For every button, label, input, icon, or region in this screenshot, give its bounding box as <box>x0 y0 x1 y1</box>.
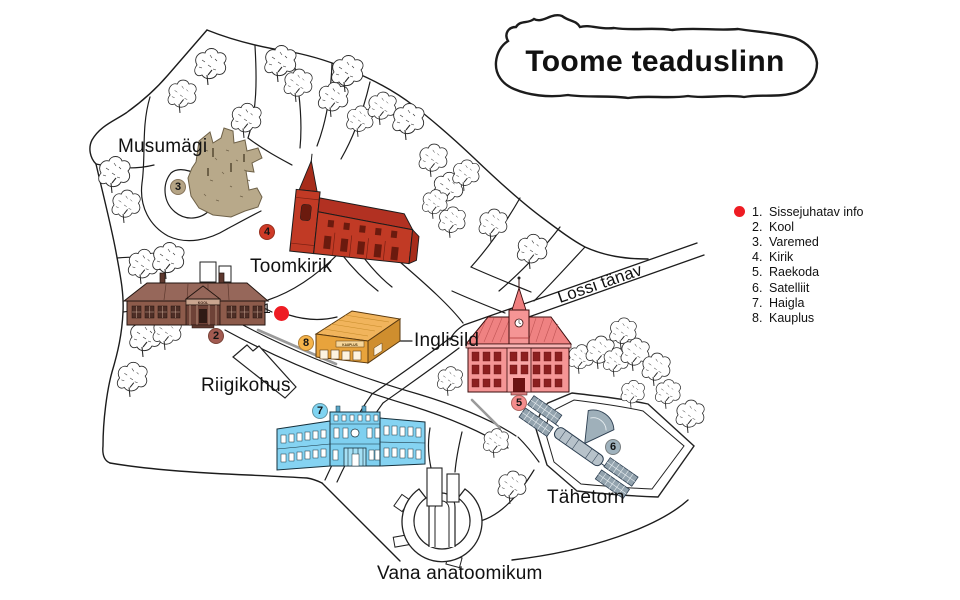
label-vana-anatoomikum: Vana anatoomikum <box>377 563 543 584</box>
school-sign: KOOL <box>198 301 209 305</box>
marker-6: 6 <box>605 439 621 455</box>
marker-1-number: 1 <box>263 300 271 316</box>
marker-7: 7 <box>312 403 328 419</box>
page-title: Toome teaduslinn <box>525 45 785 78</box>
legend-item-5: 5. Raekoda <box>752 265 820 280</box>
marker-8: 8 <box>298 335 314 351</box>
legend-item-7: 7. Haigla <box>752 295 805 310</box>
shop-building: KAUPLUS <box>314 310 402 364</box>
ruins-building <box>187 127 263 218</box>
marker-5: 5 <box>511 395 527 411</box>
legend-item-3: 3. Varemed <box>752 234 819 249</box>
title-blob <box>494 13 819 100</box>
label-tahetorn: Tähetorn <box>547 487 625 508</box>
legend-red-dot-icon <box>728 206 752 218</box>
label-inglisild: Inglisild <box>414 330 480 351</box>
label-riigikohus: Riigikohus <box>201 375 291 396</box>
marker-3: 3 <box>170 179 186 195</box>
marker-1-dot <box>274 306 289 321</box>
hospital-building <box>276 405 426 471</box>
rotunda-outline <box>392 467 483 569</box>
legend-item-6: 6. Satelliit <box>752 280 810 295</box>
label-musumagi: Musumägi <box>118 136 208 157</box>
townhall-building <box>464 276 572 396</box>
legend-item-1: 1. Sissejuhatav info <box>728 204 938 219</box>
marker-2: 2 <box>208 328 224 344</box>
marker-4: 4 <box>259 224 275 240</box>
legend-item-4: 4. Kirik <box>752 250 794 265</box>
legend: 1. Sissejuhatav info 2. Kool 3. Varemed … <box>728 204 938 326</box>
park-boundary <box>89 29 689 562</box>
school-building: KOOL <box>122 272 270 329</box>
church-building <box>289 153 420 265</box>
satellite-figure <box>518 395 639 499</box>
courthouse-outline <box>199 261 297 399</box>
legend-item-8: 8. Kauplus <box>752 310 815 325</box>
legend-item-2: 2. Kool <box>752 219 795 234</box>
shop-sign: KAUPLUS <box>342 343 357 347</box>
label-toomkirik: Toomkirik <box>250 256 333 277</box>
